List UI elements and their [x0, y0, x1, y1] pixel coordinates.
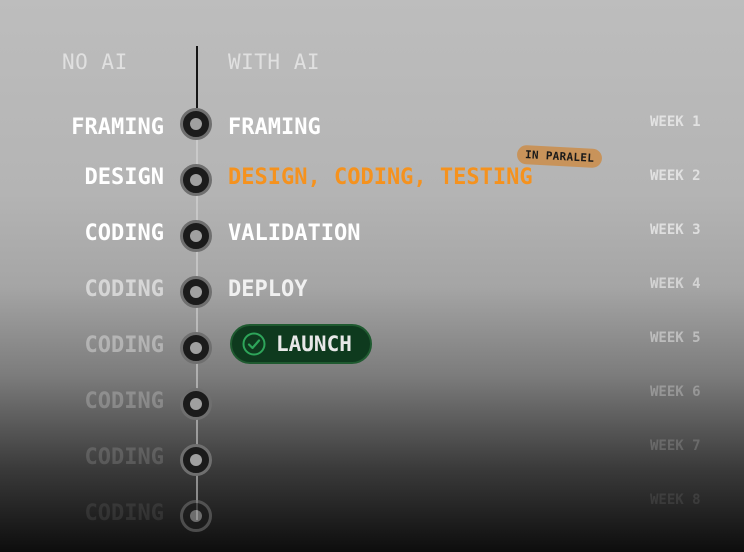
- week-label: WEEK 1: [650, 114, 701, 130]
- timeline-node: [180, 332, 212, 364]
- timeline-node: [180, 276, 212, 308]
- check-circle-icon: [242, 332, 266, 356]
- week-label: WEEK 2: [650, 168, 701, 184]
- with-ai-step-parallel: DESIGN, CODING, TESTING: [228, 165, 533, 190]
- timeline-node: [180, 164, 212, 196]
- launch-pill: LAUNCH: [230, 324, 372, 364]
- timeline-node: [180, 388, 212, 420]
- no-ai-step: CODING: [84, 445, 164, 470]
- launch-label: LAUNCH: [276, 332, 352, 356]
- week-label: WEEK 3: [650, 222, 701, 238]
- header-divider: [196, 46, 198, 108]
- week-label: WEEK 4: [650, 276, 701, 292]
- timeline-node: [180, 108, 212, 140]
- week-label: WEEK 6: [650, 384, 701, 400]
- no-ai-step: CODING: [84, 501, 164, 526]
- no-ai-step: FRAMING: [71, 115, 164, 140]
- header-no-ai: NO AI: [62, 50, 128, 74]
- no-ai-step: DESIGN: [84, 165, 164, 190]
- timeline-node: [180, 444, 212, 476]
- no-ai-step: CODING: [84, 333, 164, 358]
- week-label: WEEK 5: [650, 330, 701, 346]
- with-ai-step: FRAMING: [228, 115, 321, 140]
- timeline-spine: [196, 140, 198, 520]
- header-with-ai: WITH AI: [228, 50, 321, 74]
- no-ai-step: CODING: [84, 221, 164, 246]
- no-ai-step: CODING: [84, 389, 164, 414]
- with-ai-step: DEPLOY: [228, 277, 308, 302]
- week-label: WEEK 8: [650, 492, 701, 508]
- timeline-node: [180, 220, 212, 252]
- with-ai-step: VALIDATION: [228, 221, 361, 246]
- timeline-node: [180, 500, 212, 532]
- week-label: WEEK 7: [650, 438, 701, 454]
- no-ai-step: CODING: [84, 277, 164, 302]
